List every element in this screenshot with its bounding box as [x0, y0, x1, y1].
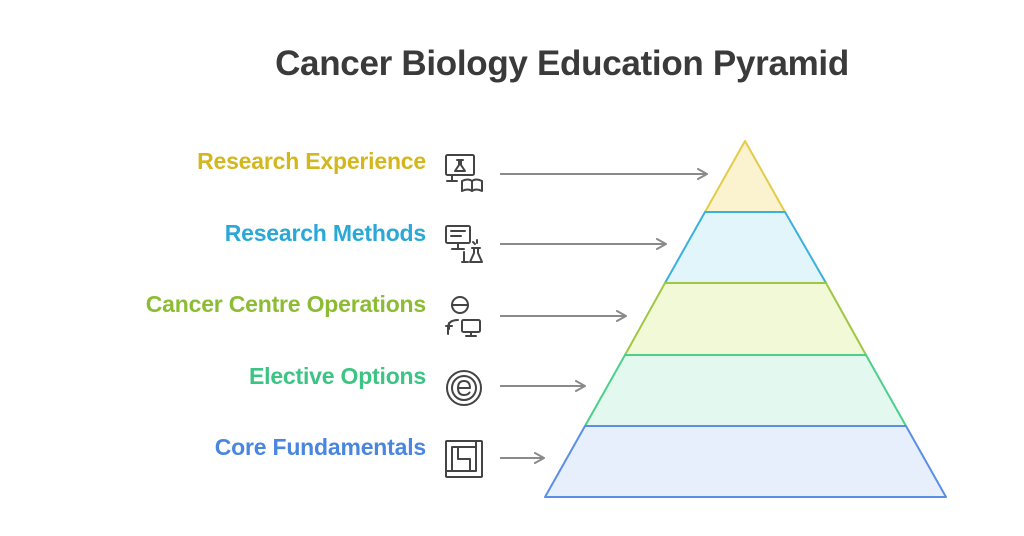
- level-label-research-methods: Research Methods: [224, 220, 427, 246]
- lab-monitor-book-icon: [445, 154, 483, 192]
- pyramid-tier-elective-options: [584, 354, 907, 427]
- level-label-cancer-centre-operations: Cancer Centre Operations: [145, 291, 426, 317]
- level-label-elective-options: Elective Options: [248, 363, 426, 389]
- pyramid-tier-core-fundamentals: [544, 425, 947, 498]
- level-label-core-fundamentals: Core Fundamentals: [214, 434, 427, 460]
- pyramid-tier-cancer-centre-operations: [624, 282, 867, 356]
- diagram-title: Cancer Biology Education Pyramid: [275, 44, 849, 83]
- computer-flask-icon: [445, 225, 483, 263]
- pyramid-tier-research-experience: [704, 140, 786, 213]
- pyramid-tier-research-methods: [664, 211, 827, 284]
- letter-e-circle-icon: [446, 370, 482, 406]
- level-label-research-experience: Research Experience: [197, 148, 426, 174]
- doctor-computer-icon: [445, 296, 481, 337]
- foundation-square-icon: [445, 440, 483, 478]
